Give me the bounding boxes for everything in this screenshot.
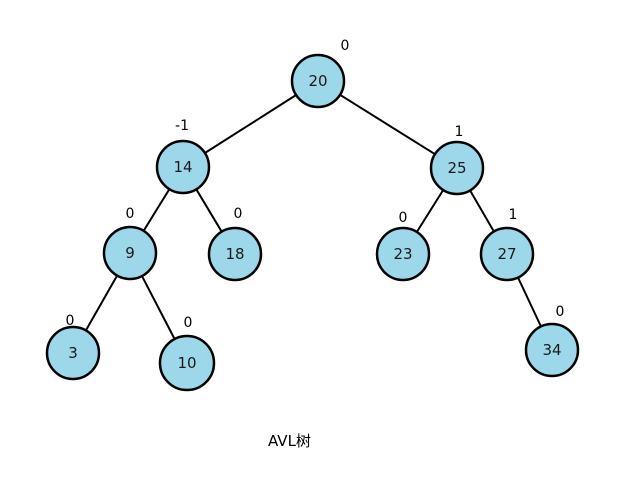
- tree-node-23: 23: [375, 226, 431, 282]
- balance-factor-9: 0: [126, 206, 135, 222]
- balance-factor-25: 1: [455, 124, 464, 140]
- node-value: 27: [497, 245, 516, 263]
- tree-node-34: 34: [524, 322, 580, 378]
- tree-node-25: 25: [429, 140, 485, 196]
- edge-n9-n3: [85, 275, 118, 331]
- tree-node-14: 14: [155, 139, 211, 195]
- node-value: 14: [173, 158, 192, 176]
- node-circle: [290, 53, 346, 109]
- node-circle: [207, 226, 263, 282]
- node-circle: [429, 140, 485, 196]
- balance-factor-20: 0: [341, 38, 350, 54]
- tree-node-10: 10: [158, 334, 216, 392]
- node-circle: [155, 139, 211, 195]
- tree-node-9: 9: [102, 225, 158, 281]
- node-circle: [375, 226, 431, 282]
- balance-factor-10: 0: [184, 315, 193, 331]
- node-circle: [45, 325, 101, 381]
- node-value: 20: [308, 72, 327, 90]
- node-circle: [524, 322, 580, 378]
- edge-n25-n27: [469, 189, 495, 233]
- node-value: 9: [125, 244, 135, 262]
- balance-factor-18: 0: [234, 206, 243, 222]
- edge-n20-n14: [204, 94, 297, 154]
- node-value: 18: [225, 245, 244, 263]
- edge-n27-n34: [517, 277, 542, 327]
- balance-factor-27: 1: [509, 207, 518, 223]
- edge-n25-n23: [415, 189, 445, 233]
- tree-node-27: 27: [479, 226, 535, 282]
- balance-factor-34: 0: [556, 304, 565, 320]
- balance-factor-14: -1: [175, 118, 189, 134]
- tree-node-20: 20: [290, 53, 346, 109]
- edge-n14-n9: [142, 188, 171, 232]
- diagram-caption: AVL树: [268, 432, 311, 450]
- balance-factor-23: 0: [399, 210, 408, 226]
- balance-factor-3: 0: [66, 313, 75, 329]
- edge-n9-n10: [141, 275, 176, 340]
- node-value: 10: [177, 354, 196, 372]
- node-circle: [479, 226, 535, 282]
- balance-factors: 0 -1 1 0 0 0 1 0 0 0: [66, 38, 565, 331]
- node-value: 25: [447, 159, 466, 177]
- edge-n14-n18: [195, 188, 223, 233]
- node-circle: [102, 225, 158, 281]
- node-circle: [158, 334, 216, 392]
- node-value: 23: [393, 245, 412, 263]
- node-value: 3: [68, 344, 78, 362]
- tree-node-3: 3: [45, 325, 101, 381]
- tree-node-18: 18: [207, 226, 263, 282]
- tree-edges: [85, 93, 542, 340]
- node-value: 34: [542, 341, 561, 359]
- edge-n20-n25: [339, 93, 436, 156]
